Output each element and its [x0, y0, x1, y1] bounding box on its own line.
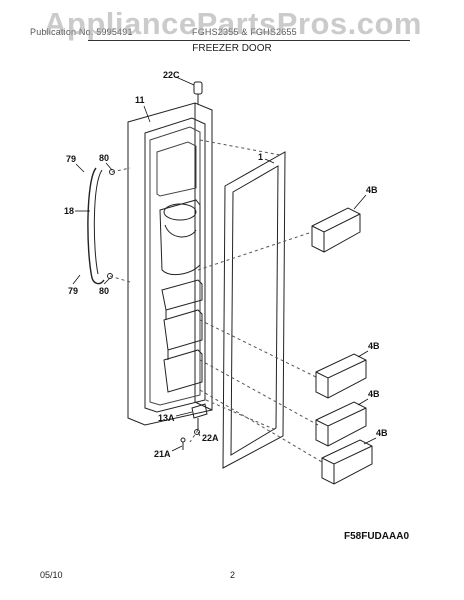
header-rule [88, 40, 410, 41]
door-bin-4 [321, 439, 373, 485]
callout-79-bottom: 79 [68, 286, 78, 296]
align-line-6 [199, 389, 323, 463]
door-handle [87, 167, 105, 285]
leader-1 [264, 158, 275, 164]
callout-22C: 22C [163, 70, 180, 80]
callout-22A: 22A [202, 433, 219, 443]
align-line-1 [199, 139, 281, 156]
upper-recess [156, 141, 197, 197]
publication-number: Publication No. 5995491 [30, 27, 133, 37]
door-bin-1 [311, 207, 361, 253]
callout-13A: 13A [158, 413, 175, 423]
callout-4B-4: 4B [376, 428, 388, 438]
door-liner-edge [149, 126, 201, 406]
align-line-3 [197, 231, 313, 271]
leader-21A [171, 445, 183, 452]
door-handle-inner [93, 169, 103, 275]
footer-date: 05/10 [40, 570, 63, 580]
bottom-hinge [191, 403, 208, 419]
callout-79-top: 79 [66, 154, 76, 164]
door-gasket-outer [222, 151, 286, 469]
leader-4B-1 [353, 194, 367, 210]
callout-80-top: 80 [99, 153, 109, 163]
dispenser-opening [163, 203, 197, 221]
leader-22C [175, 76, 195, 86]
align-line-4 [199, 319, 317, 378]
leader-79-top [75, 163, 85, 173]
hinge-screw-21a [180, 437, 186, 443]
align-line-hinge [189, 429, 199, 443]
leader-80-top [105, 162, 113, 171]
leader-80-bottom [103, 277, 111, 285]
footer-page: 2 [230, 570, 236, 580]
callout-4B-2: 4B [368, 341, 380, 351]
leader-22A [197, 431, 201, 437]
callout-1: 1 [258, 152, 263, 162]
callout-11: 11 [135, 95, 145, 105]
door-gasket-inner [230, 165, 279, 456]
shelf-3 [163, 349, 203, 393]
align-line-screw-bottom [109, 275, 131, 283]
door-inner-liner [144, 117, 206, 413]
door-bin-2 [315, 353, 367, 399]
leader-4B-3 [357, 398, 369, 406]
callout-4B-3: 4B [368, 389, 380, 399]
door-front-edge [194, 103, 213, 411]
model-numbers: FGHS2355 & FGHS2655 [192, 27, 297, 37]
leader-79-bottom [72, 274, 81, 285]
callout-18: 18 [64, 206, 74, 216]
align-line-2 [205, 399, 277, 431]
align-line-screw-top [111, 167, 131, 173]
leader-13A [175, 411, 193, 417]
leader-11 [143, 105, 151, 123]
align-line-5 [199, 359, 319, 426]
shelf-1 [161, 279, 203, 311]
hinge-part-22a [194, 429, 200, 435]
dispenser-chute [164, 224, 197, 238]
top-hinge-pin [193, 81, 203, 95]
door-bin-3 [315, 401, 367, 447]
leader-4B-2 [357, 350, 369, 358]
diagram-code: F58FUDAAA0 [344, 531, 410, 542]
dispenser-housing [159, 199, 201, 276]
callout-4B-1: 4B [366, 185, 378, 195]
section-title: FREEZER DOOR [192, 43, 272, 54]
leader-4B-4 [363, 437, 377, 445]
shelf-2 [163, 309, 203, 351]
watermark: AppliancePartsPros.com [44, 6, 422, 41]
door-outer [127, 102, 213, 426]
callout-80-bottom: 80 [99, 286, 109, 296]
callout-21A: 21A [154, 449, 171, 459]
